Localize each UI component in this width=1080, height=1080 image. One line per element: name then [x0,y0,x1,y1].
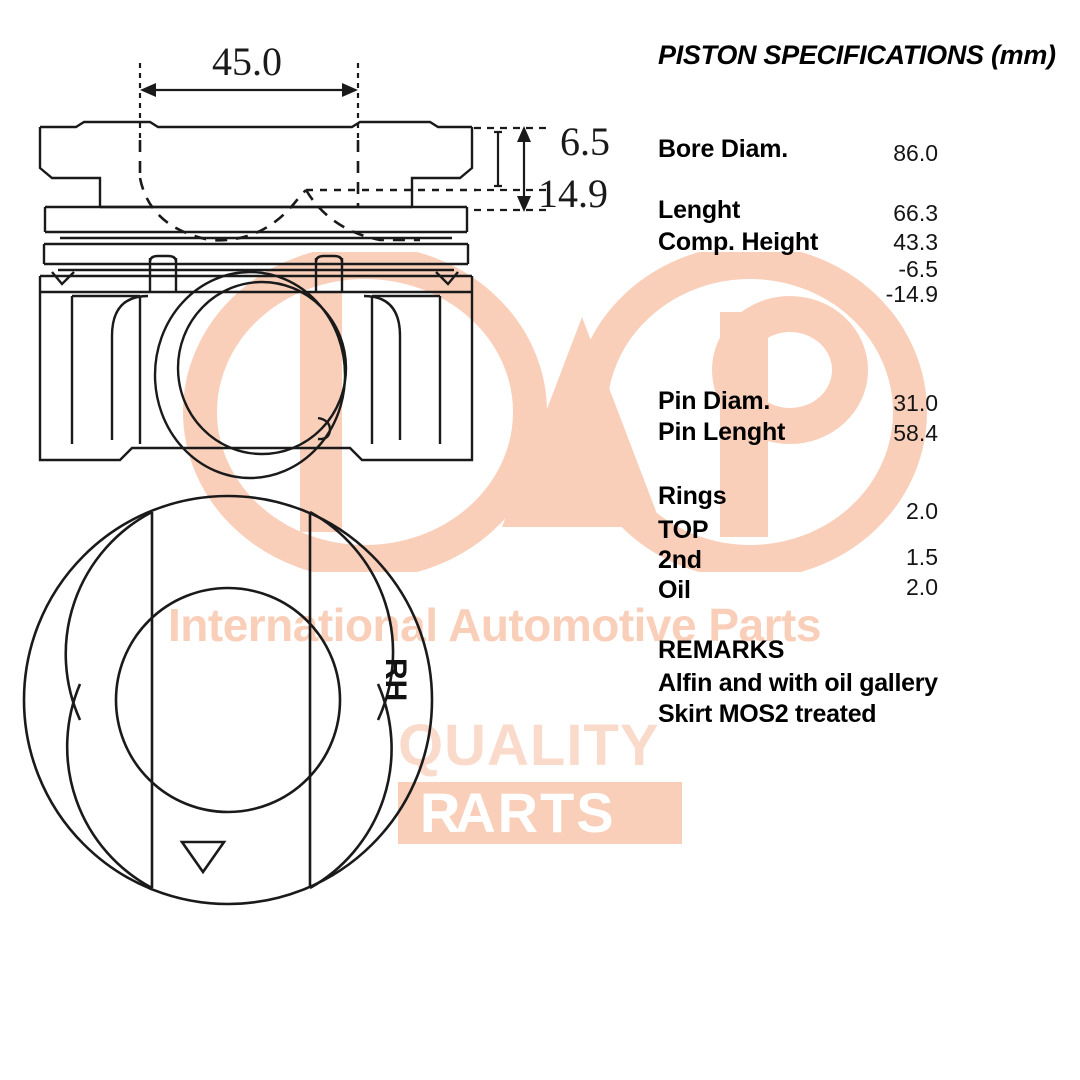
piston-bottom-view [22,494,434,906]
combustion-bowl-hidden-outline [138,140,420,242]
remarks-heading: REMARKS [658,636,785,664]
spec-label-rings: Rings [658,482,727,510]
remarks-line-2: Skirt MOS2 treated [658,700,877,728]
dimension-label-depth-lower: 14.9 [538,171,608,216]
dimension-label-width: 45.0 [212,39,282,84]
dimension-depth-group [474,126,546,212]
spec-label-lenght: Lenght [658,196,741,224]
spec-label-ring-top: TOP [658,516,709,544]
spec-value-comp-height-offset-2: -14.9 [885,281,938,307]
dimension-width-45 [138,63,360,140]
dimension-label-depth-upper: 6.5 [560,119,610,164]
orientation-label-rh: RH [379,658,412,702]
spec-panel-title: PISTON SPECIFICATIONS (mm) [658,40,1056,70]
spec-value-ring-top: 2.0 [906,498,938,524]
remarks-line-1: Alfin and with oil gallery [658,669,938,697]
piston-side-view [38,120,474,462]
spec-value-lenght: 66.3 [893,200,938,226]
spec-value-comp-height: 43.3 [893,229,938,255]
spec-value-pin-lenght: 58.4 [893,420,938,446]
spec-label-ring-oil: Oil [658,576,691,604]
spec-label-comp-height: Comp. Height [658,228,819,256]
spec-label-ring-2nd: 2nd [658,546,702,574]
spec-label-pin-lenght: Pin Lenght [658,418,786,446]
spec-value-comp-height-offset-1: -6.5 [898,256,938,282]
spec-value-ring-2nd: 1.5 [906,544,938,570]
spec-value-ring-oil: 2.0 [906,574,938,600]
spec-label-pin-diam: Pin Diam. [658,387,771,415]
spec-value-pin-diam: 31.0 [893,390,938,416]
spec-label-bore-diam: Bore Diam. [658,135,788,163]
spec-value-bore-diam: 86.0 [893,140,938,166]
